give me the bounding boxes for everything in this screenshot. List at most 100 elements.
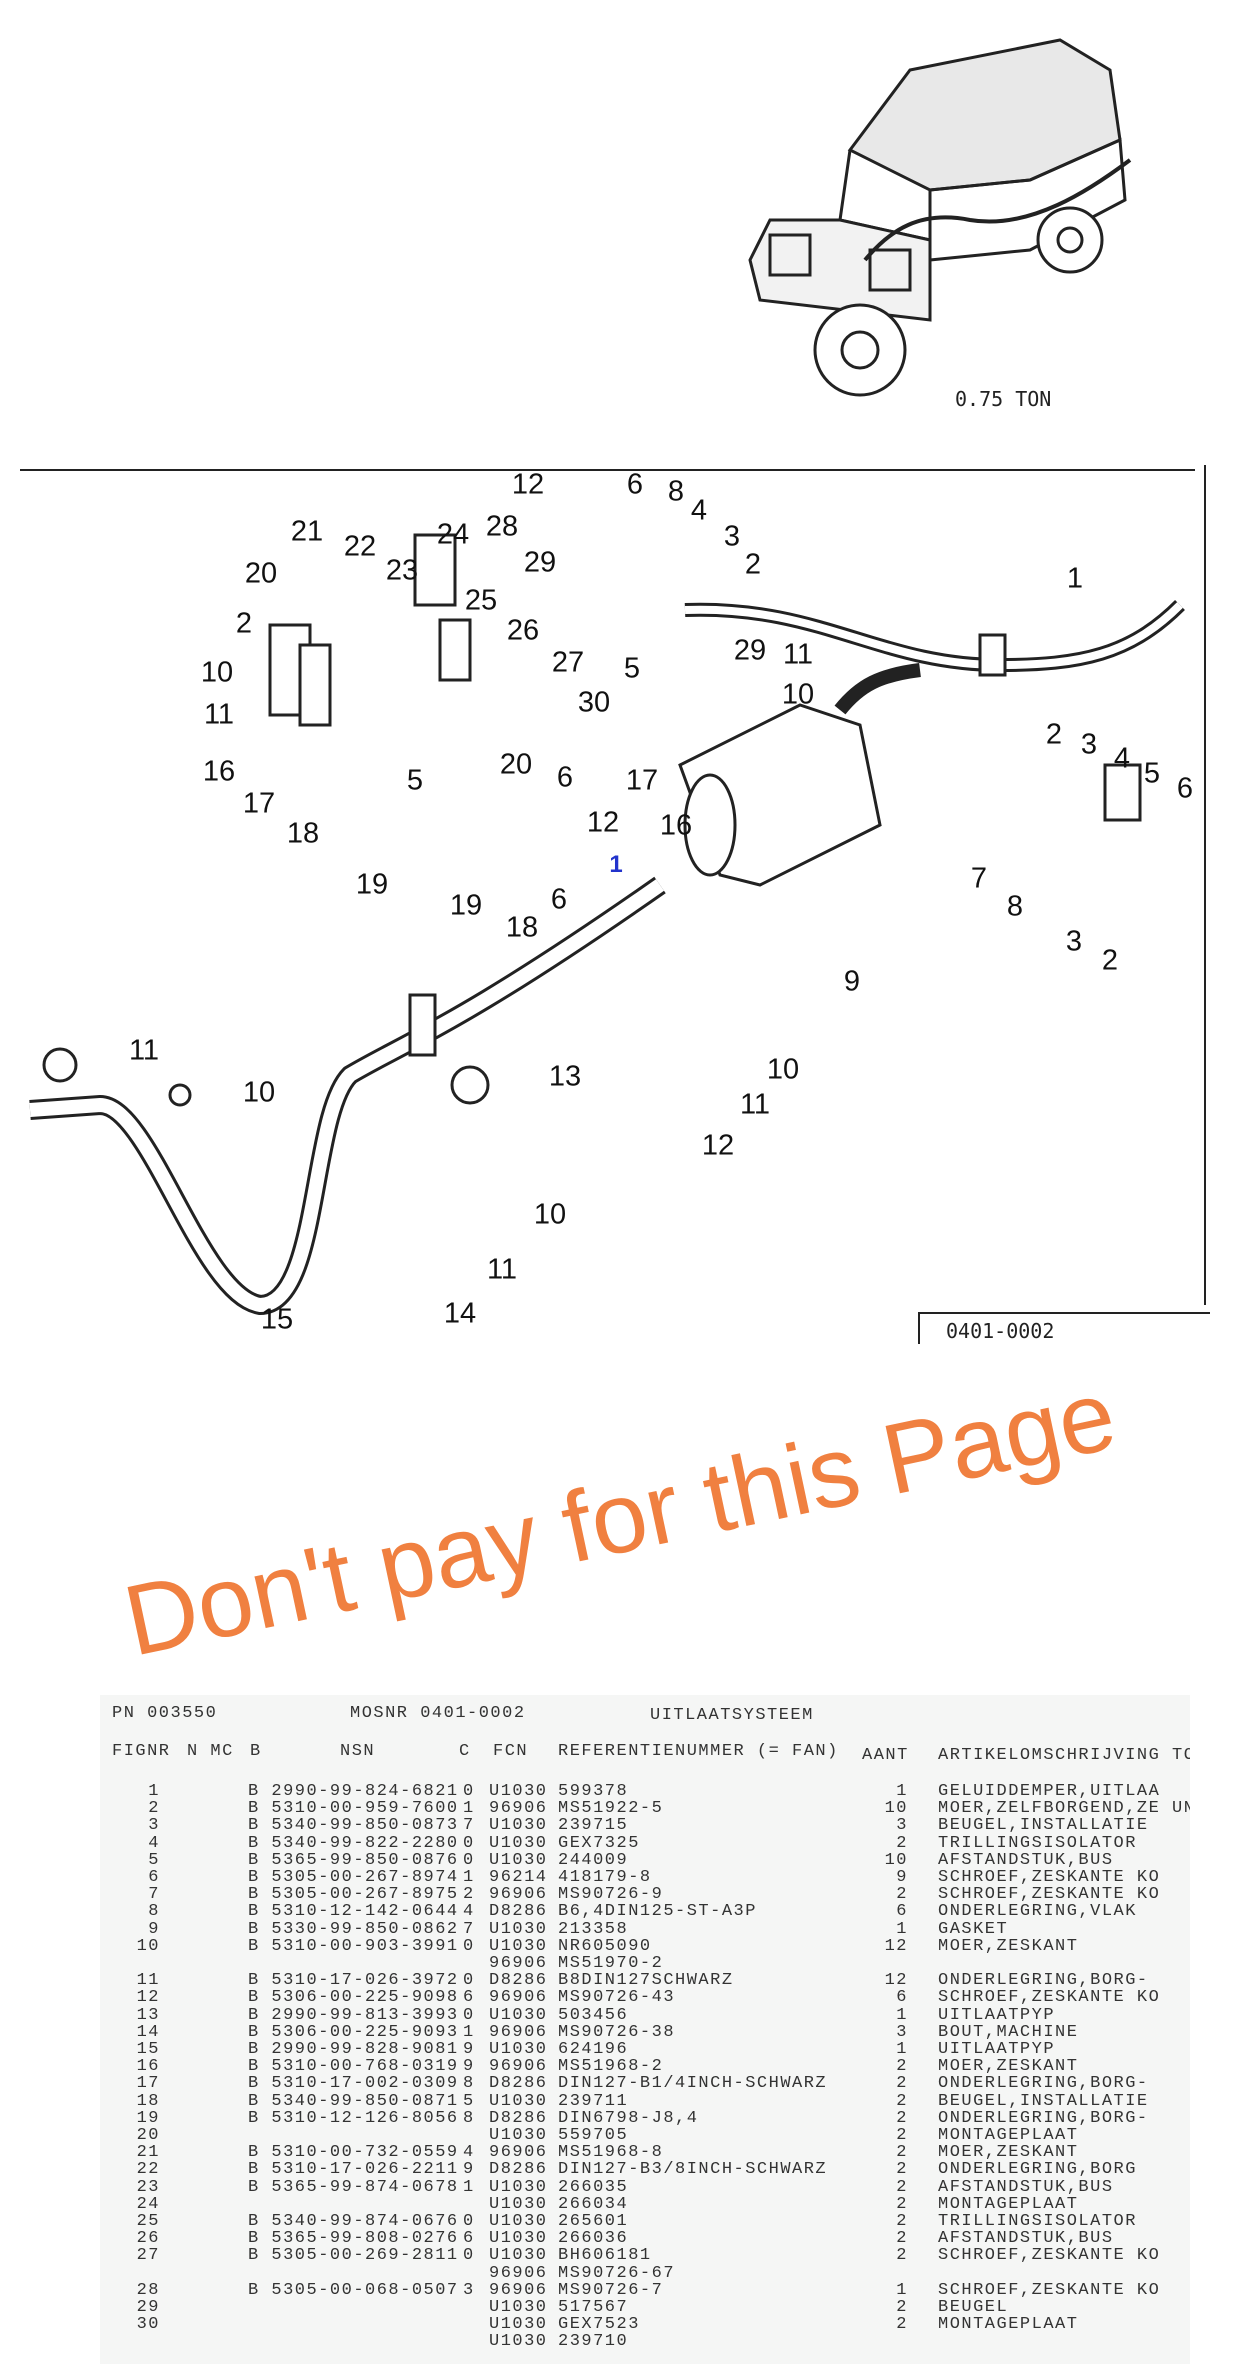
callout-label: 11 xyxy=(128,1034,160,1067)
cell-ref: MS90726-43 xyxy=(558,1988,676,2008)
cell-fig: 28 xyxy=(136,2280,160,2300)
cell-ref: 559705 xyxy=(558,2126,629,2145)
cell-fig: 7 xyxy=(148,1885,160,1905)
cell-c: 4 xyxy=(463,2143,475,2163)
callout-label: 4 xyxy=(1113,742,1131,775)
cell-nsn: B 5340-99-850-0871 xyxy=(248,2091,459,2111)
cell-c: 9 xyxy=(463,2057,475,2077)
callout-label: 10 xyxy=(781,678,815,711)
callout-label: 16 xyxy=(659,809,693,842)
cell-c: 6 xyxy=(463,1988,475,2008)
cell-ref: B8DIN127SCHWARZ xyxy=(558,1971,734,1991)
cell-aant: 2 xyxy=(896,2126,908,2145)
callout-label: 8 xyxy=(667,475,685,508)
cell-fcn: U1030 xyxy=(489,1919,548,1939)
cell-nsn: B 5310-17-002-0309 xyxy=(248,2074,459,2094)
cell-aant: 2 xyxy=(896,2091,908,2111)
cell-nsn: B 5340-99-822-2280 xyxy=(248,1833,459,1853)
cell-ref: MS90726-7 xyxy=(558,2280,664,2300)
mosnr: MOSNR 0401-0002 xyxy=(350,1704,526,1723)
cell-ref: 266034 xyxy=(558,2194,629,2214)
cell-ref: 517567 xyxy=(558,2298,629,2317)
cell-fig: 26 xyxy=(136,2229,160,2249)
cell-c: 6 xyxy=(463,2229,475,2249)
cell-fcn: D8286 xyxy=(489,2160,548,2180)
cell-fcn: U1030 xyxy=(489,1850,548,1870)
cell-ref: 239710 xyxy=(558,2332,629,2352)
cell-nsn: B 5365-99-850-0876 xyxy=(248,1850,459,1870)
cell-fig: 8 xyxy=(148,1902,160,1922)
cell-c: 1 xyxy=(463,1868,475,1887)
cell-nsn: B 5306-00-225-9098 xyxy=(248,1988,459,2008)
cell-nsn: B 5365-99-808-0276 xyxy=(248,2229,459,2249)
cell-fcn: U1030 xyxy=(489,1936,548,1956)
cell-c: 9 xyxy=(463,2160,475,2180)
pn-number: PN 003550 xyxy=(112,1704,218,1723)
callout-label: 17 xyxy=(625,764,659,797)
cell-c: 9 xyxy=(463,2040,475,2059)
cell-desc: MONTAGEPLAAT xyxy=(938,2316,1079,2334)
cell-c: 0 xyxy=(463,1782,475,1801)
callout-label: 19 xyxy=(355,868,389,901)
cell-ref: BH606181 xyxy=(558,2246,652,2266)
cell-desc: GELUIDDEMPER,UITLAA xyxy=(938,1783,1161,1800)
cell-fig: 12 xyxy=(136,1988,160,2008)
header-ref: REFERENTIENUMMER (= FAN) xyxy=(558,1742,839,1761)
cell-aant: 2 xyxy=(896,2194,908,2214)
cell-ref: 418179-8 xyxy=(558,1868,652,1887)
cell-nsn: B 2990-99-813-3993 xyxy=(248,2005,459,2025)
cell-nsn: B 5310-00-768-0319 xyxy=(248,2057,459,2077)
cell-desc: ONDERLEGRING,BORG- xyxy=(938,1972,1149,1990)
cell-desc: ONDERLEGRING,VLAK xyxy=(938,1903,1137,1921)
cell-ref: MS90726-38 xyxy=(558,2022,676,2042)
cell-c: 0 xyxy=(463,1971,475,1991)
cell-fig: 10 xyxy=(136,1936,160,1956)
cell-nsn: B 5305-00-269-2811 xyxy=(248,2246,459,2266)
cell-c: 1 xyxy=(463,2022,475,2042)
cell-fcn: 96214 xyxy=(489,1868,548,1887)
callout-label: 20 xyxy=(244,557,278,590)
cell-c: 8 xyxy=(463,2074,475,2094)
cell-desc: SCHROEF,ZESKANTE KO xyxy=(938,1989,1161,2007)
cell-fig: 19 xyxy=(136,2108,160,2128)
cell-fig: 30 xyxy=(136,2315,160,2335)
cell-desc: MOER,ZESKANT xyxy=(938,2144,1079,2162)
cell-desc: MOER,ZESKANT xyxy=(938,1937,1079,1955)
cell-aant: 2 xyxy=(896,2160,908,2180)
cell-fig: 15 xyxy=(136,2040,160,2059)
cell-fig: 2 xyxy=(148,1799,160,1819)
callout-label: 26 xyxy=(506,614,540,647)
cell-fcn: U1030 xyxy=(489,2126,548,2145)
cell-fig: 5 xyxy=(148,1850,160,1870)
cell-aant: 3 xyxy=(896,1816,908,1836)
callout-label: 17 xyxy=(242,787,276,820)
cell-nsn: B 5310-00-732-0559 xyxy=(248,2143,459,2163)
cell-desc: SCHROEF,ZESKANTE KO xyxy=(938,2281,1161,2299)
cell-fig: 13 xyxy=(136,2005,160,2025)
vehicle-illustration xyxy=(748,38,1132,397)
callout-label: 11 xyxy=(203,698,235,731)
callout-label: 19 xyxy=(449,889,483,922)
cell-aant: 1 xyxy=(896,2280,908,2300)
cell-aant: 2 xyxy=(896,2074,908,2094)
cell-fcn: U1030 xyxy=(489,2298,548,2317)
cell-c: 7 xyxy=(463,1816,475,1836)
callout-label: 2 xyxy=(744,548,762,581)
callout-label: 22 xyxy=(343,530,377,563)
cell-desc: MOER,ZESKANT xyxy=(938,2058,1079,2076)
cell-desc: TRILLINGSISOLATOR xyxy=(938,2213,1137,2230)
cell-ref: 624196 xyxy=(558,2040,629,2059)
callout-label: 18 xyxy=(286,817,320,850)
